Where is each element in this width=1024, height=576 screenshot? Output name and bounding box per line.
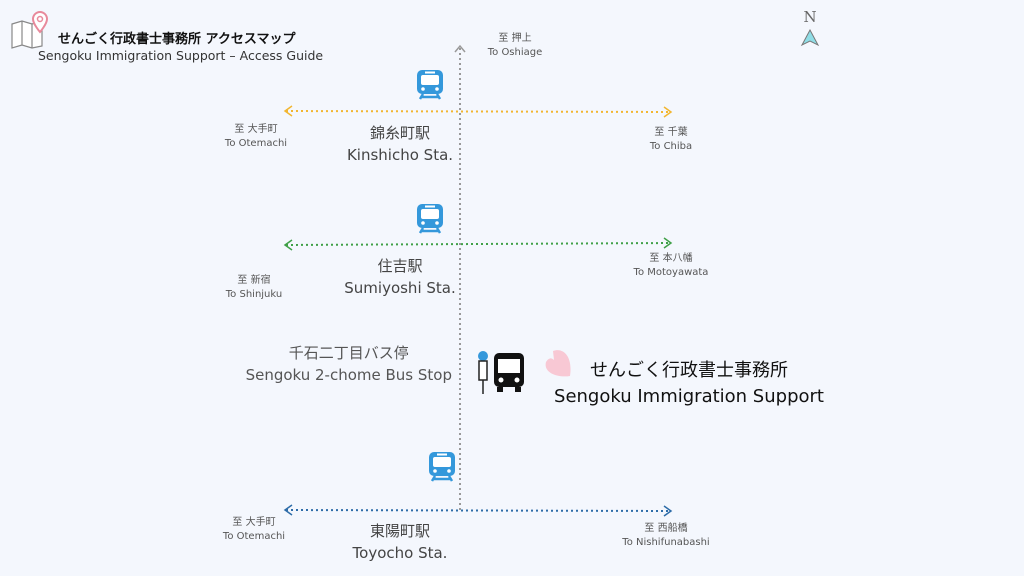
direction-en: To Motoyawata [633,267,709,278]
compass-label: N [803,8,817,26]
direction-en: To Shinjuku [225,289,283,300]
shinjuku-arrowheads [283,237,673,251]
direction-jp: 至 千葉 [654,127,688,138]
bus-stop-name-jp: 千石二丁目バス停 [288,344,409,362]
tozai-arrowheads [283,504,673,517]
north-direction-en: To Oshiage [487,47,543,58]
north-direction-jp: 至 押上 [498,33,532,44]
station-name-jp: 東陽町駅 [369,522,431,540]
direction-en: To Otemachi [222,531,286,542]
direction-jp: 至 大手町 [234,124,278,135]
direction-motoyawata: 至 本八幡 To Motoyawata [634,252,709,280]
station-name-jp: 錦糸町駅 [369,124,430,142]
map-pin-icon [11,10,49,49]
map-title: せんごく行政書士事務所 アクセスマップ [58,32,296,47]
bus-stop-icon [478,351,524,394]
office-name-en: Sengoku Immigration Support [554,386,824,407]
office-label[interactable]: せんごく行政書士事務所 Sengoku Immigration Support [554,358,824,410]
bus-icon [494,353,524,392]
direction-chiba: 至 千葉 To Chiba [650,126,692,154]
station-name-en: Sumiyoshi Sta. [344,279,456,297]
direction-shinjuku: 至 新宿 To Shinjuku [226,274,282,302]
direction-nishifunabashi: 至 西船橋 To Nishifunabashi [622,522,709,550]
tozai-line [285,509,671,512]
hanzomon-arrowheads [283,105,673,118]
station-toyocho[interactable]: 東陽町駅 Toyocho Sta. [353,520,448,564]
station-kinshicho[interactable]: 錦糸町駅 Kinshicho Sta. [347,122,453,166]
train-icon [415,202,445,234]
sakura-petal-icon [545,350,571,377]
direction-jp: 至 本八幡 [649,253,693,264]
office-name-jp: せんごく行政書士事務所 [589,360,788,381]
train-icon [427,450,457,482]
compass-arrow-icon [800,29,820,47]
bus-stop-label[interactable]: 千石二丁目バス停 Sengoku 2-chome Bus Stop [246,342,452,386]
map-subtitle: Sengoku Immigration Support – Access Gui… [38,48,324,63]
direction-en: To Chiba [649,141,693,152]
direction-otemachi: 至 大手町 To Otemachi [223,516,285,544]
bus-stop-name-en: Sengoku 2-chome Bus Stop [245,366,452,384]
north-direction: 至 押上 To Oshiage [488,32,543,60]
hanzomon-line [285,110,671,113]
direction-en: To Nishifunabashi [622,537,710,548]
station-sumiyoshi[interactable]: 住吉駅 Sumiyoshi Sta. [344,255,455,299]
station-name-en: Kinshicho Sta. [346,146,454,164]
direction-en: To Otemachi [224,138,288,149]
direction-otemachi: 至 大手町 To Otemachi [225,123,287,151]
station-name-jp: 住吉駅 [377,257,423,275]
direction-jp: 至 西船橋 [644,523,688,534]
station-name-en: Toyocho Sta. [352,544,448,562]
direction-jp: 至 大手町 [232,517,276,528]
north-arrow-head [454,44,466,53]
direction-jp: 至 新宿 [237,275,271,286]
shinjuku-line [285,242,671,246]
train-icon [415,68,445,100]
